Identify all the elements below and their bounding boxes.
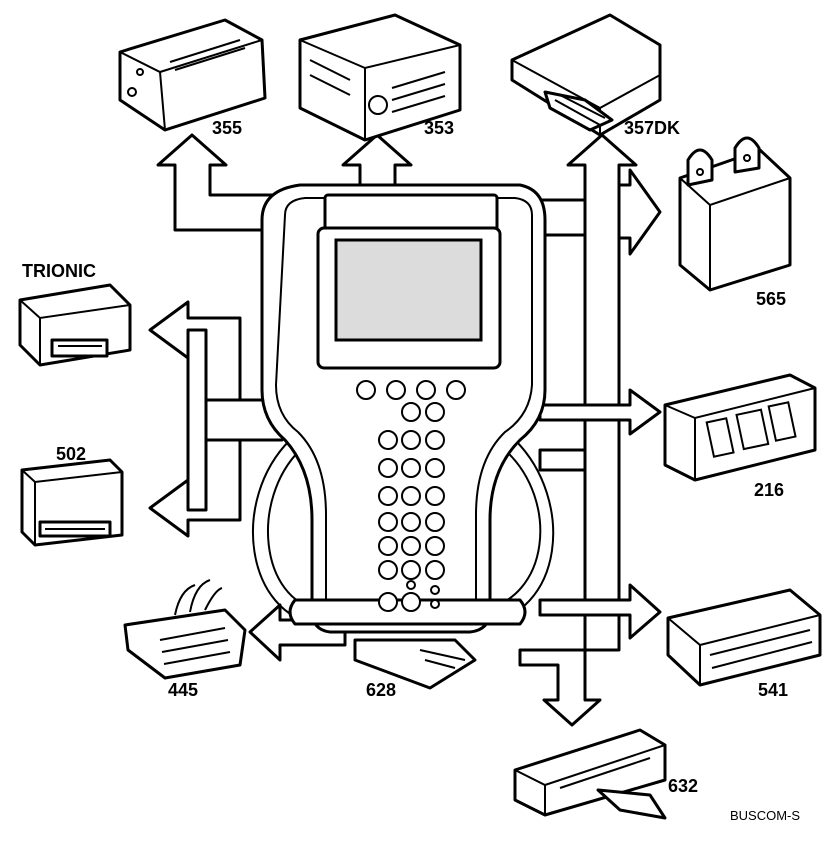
credit-text: BUSCOM-S — [730, 808, 800, 823]
keypad-key — [425, 512, 445, 532]
module-353 — [298, 13, 462, 142]
soft-key — [386, 380, 406, 400]
keypad-dot — [430, 585, 440, 595]
right-link-2 — [538, 448, 587, 472]
keypad-key — [378, 536, 398, 556]
label-trionic: TRIONIC — [22, 261, 96, 281]
keypad-key — [378, 486, 398, 506]
keypad-key — [378, 512, 398, 532]
label-353: 353 — [424, 118, 454, 138]
keypad-key — [401, 458, 421, 478]
soft-key — [416, 380, 436, 400]
label-632: 632 — [668, 776, 698, 796]
keypad-key — [425, 536, 445, 556]
label-355: 355 — [212, 118, 242, 138]
keypad-key — [401, 486, 421, 506]
module-355 — [118, 18, 267, 132]
keypad-key — [378, 560, 398, 580]
keypad-key — [401, 536, 421, 556]
module-trionic — [18, 283, 132, 367]
arrow-to-632 — [518, 648, 602, 727]
label-628: 628 — [366, 680, 396, 700]
label-216: 216 — [754, 480, 784, 500]
module-357dk — [510, 13, 662, 137]
keypad-dot — [430, 599, 440, 609]
module-445 — [123, 579, 247, 680]
right-bus-rail — [566, 133, 638, 652]
tester-keypad — [356, 380, 466, 612]
module-502 — [20, 458, 124, 547]
arrow-to-502 — [148, 438, 284, 538]
keypad-dot — [406, 580, 416, 590]
keypad-key — [378, 458, 398, 478]
keypad-key — [401, 430, 421, 450]
label-565: 565 — [756, 289, 786, 309]
label-502: 502 — [56, 444, 86, 464]
keypad-key — [401, 592, 421, 612]
bus-arrows — [148, 133, 662, 727]
keypad-key — [425, 486, 445, 506]
keypad-key — [378, 430, 398, 450]
module-216 — [663, 373, 817, 482]
keypad-key — [425, 430, 445, 450]
arrow-to-216 — [538, 388, 662, 436]
module-632 — [513, 728, 667, 820]
keypad-key — [425, 458, 445, 478]
keypad-key — [425, 560, 445, 580]
tester-screen — [334, 238, 483, 342]
keypad-key — [401, 560, 421, 580]
soft-key — [356, 380, 376, 400]
keypad-key — [401, 402, 421, 422]
soft-key — [446, 380, 466, 400]
arrow-to-565 — [617, 168, 662, 256]
label-445: 445 — [168, 680, 198, 700]
keypad-key — [425, 402, 445, 422]
label-357dk: 357DK — [624, 118, 680, 138]
keypad-key — [378, 592, 398, 612]
keypad-key — [401, 512, 421, 532]
left-bus-rail — [186, 328, 208, 512]
connector-628 — [353, 638, 477, 690]
label-541: 541 — [758, 680, 788, 700]
arrow-to-541 — [538, 583, 662, 640]
module-541 — [666, 588, 822, 687]
arrow-to-353 — [341, 133, 413, 187]
module-565 — [678, 136, 792, 292]
